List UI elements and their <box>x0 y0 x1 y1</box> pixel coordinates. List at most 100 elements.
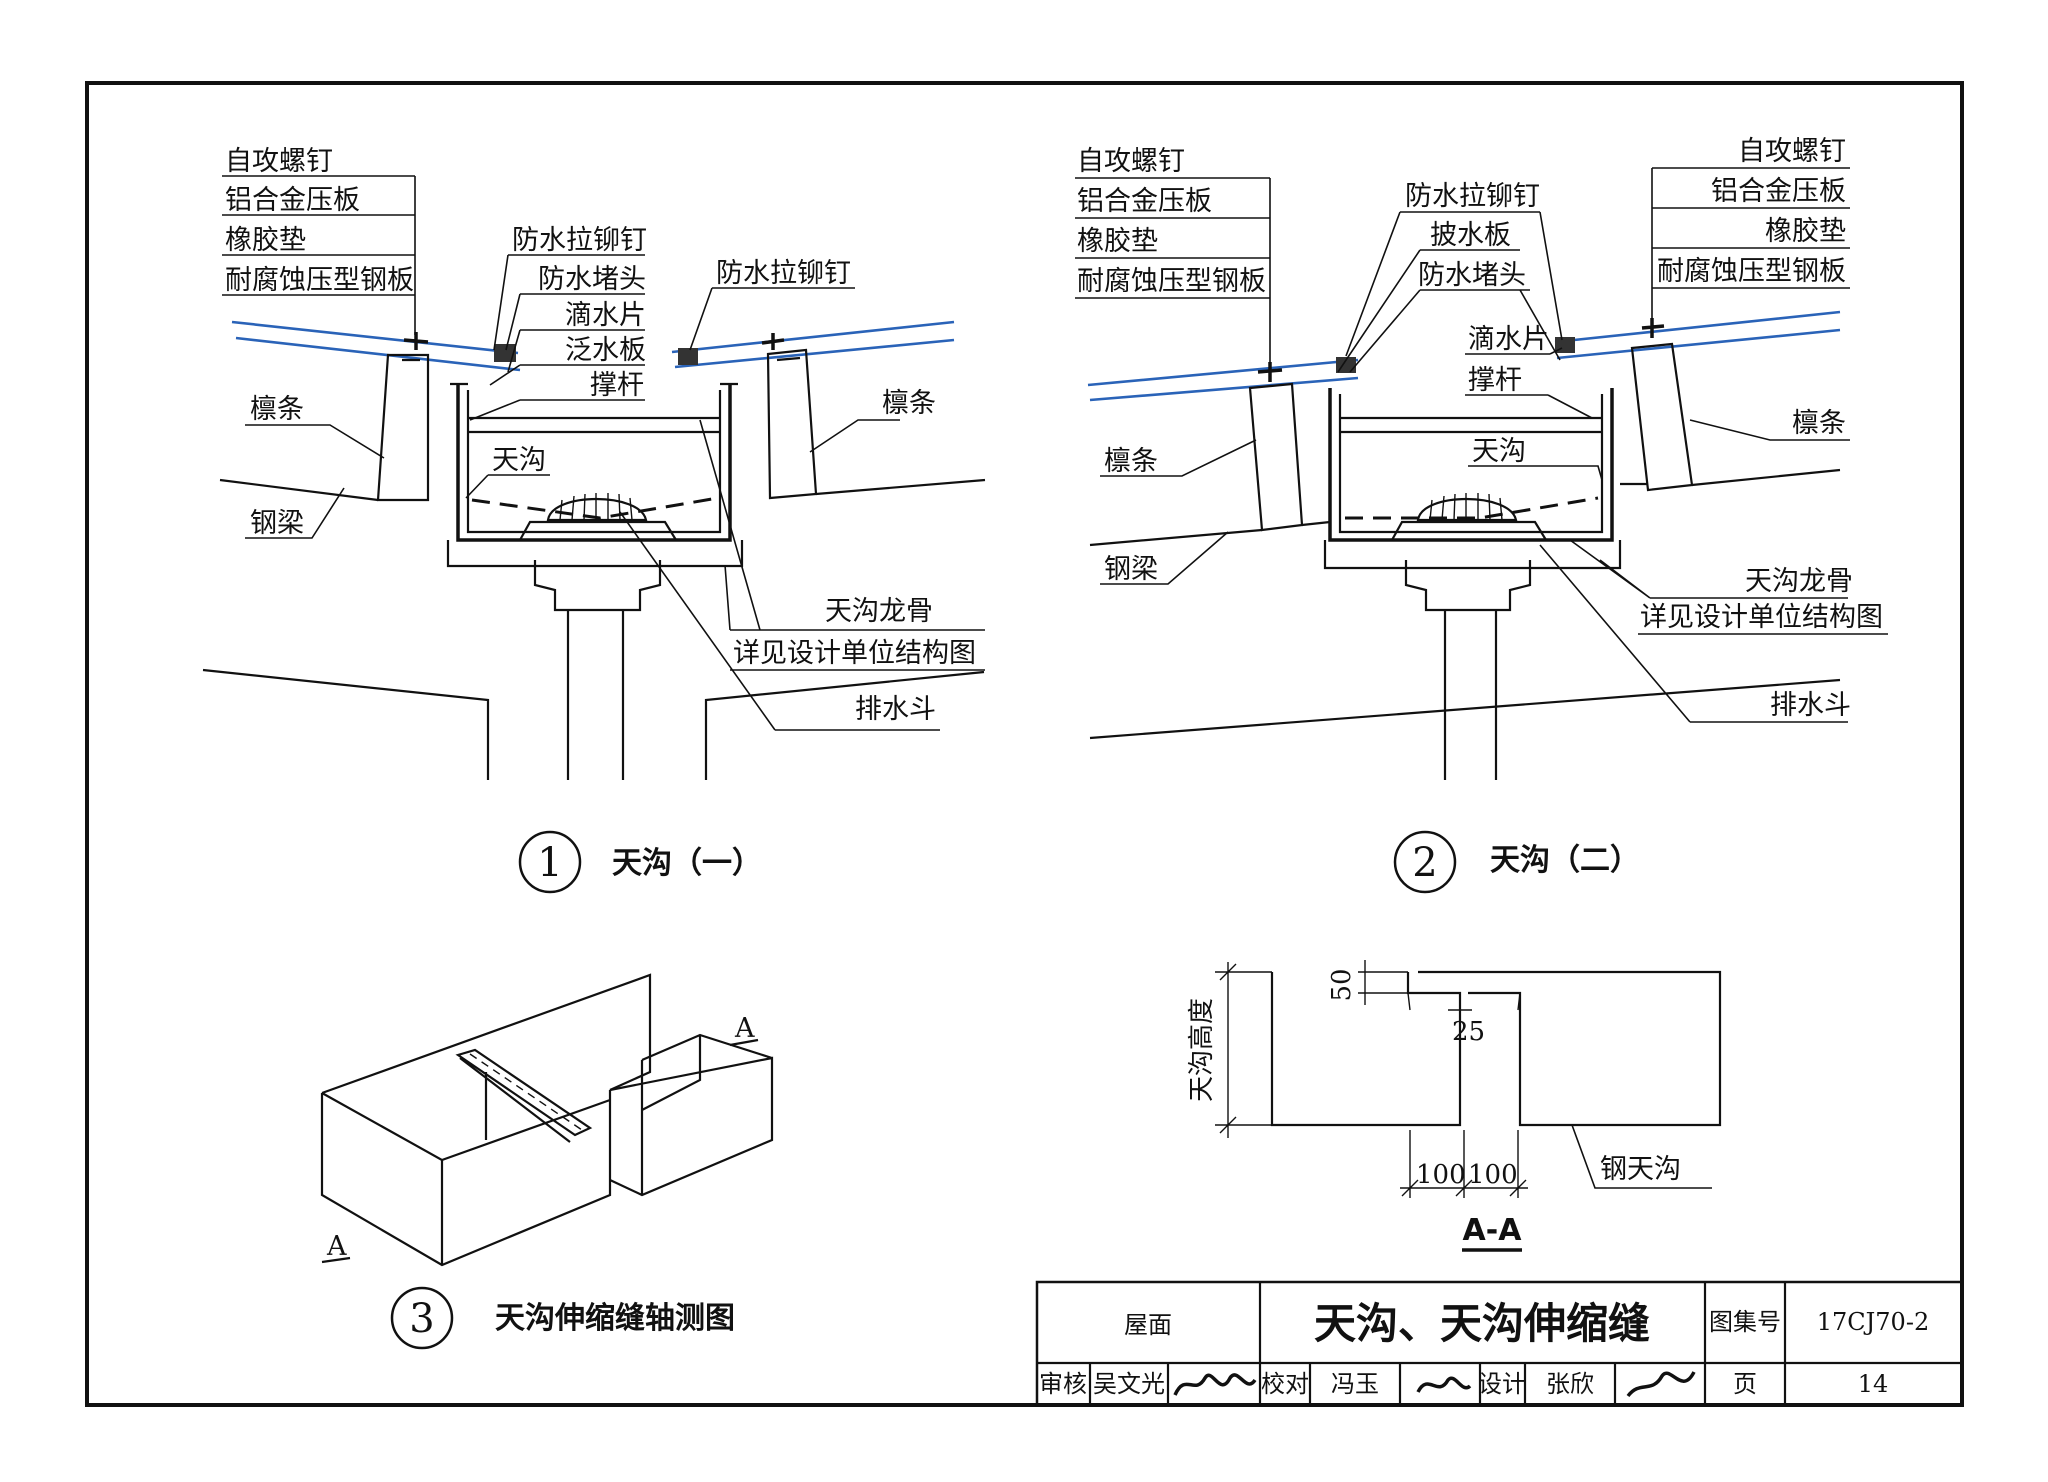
gutter-inner <box>1338 394 1604 534</box>
plug-block-left <box>1336 357 1356 373</box>
label-steel-beam: 钢梁 <box>1104 554 1158 585</box>
expansion-cover-dash <box>469 1053 583 1131</box>
page-label: 页 <box>1733 1370 1757 1398</box>
label-gutter: 天沟 <box>1472 436 1526 467</box>
dim-100-right: 100 <box>1468 1160 1518 1190</box>
section-mark-top: A <box>734 1013 755 1044</box>
label-baffle: 披水板 <box>1430 220 1511 251</box>
label-self-tapping-screw-right: 自攻螺钉 <box>1738 136 1846 167</box>
figure-1-title: 天沟（一） <box>612 846 762 881</box>
leader-purlin-left <box>245 424 385 459</box>
section-profile-inner <box>1407 992 1521 1011</box>
title-block-grid <box>1037 1282 1962 1405</box>
label-plug: 防水堵头 <box>538 264 646 295</box>
label-drain: 排水斗 <box>1770 690 1851 721</box>
roof-panel-left <box>231 320 521 372</box>
section-title: A-A <box>1463 1213 1523 1248</box>
leader-left-stack <box>222 175 416 335</box>
label-rubber-pad-left: 橡胶垫 <box>1077 226 1158 257</box>
label-aluminum-panel-left: 铝合金压板 <box>1077 186 1212 217</box>
leader-steel-beam <box>245 487 345 539</box>
strut <box>1340 416 1602 434</box>
label-aluminum-panel-right: 铝合金压板 <box>1711 176 1846 207</box>
figure-1-number-circle <box>518 830 582 894</box>
label-purlin-left: 檩条 <box>250 394 304 425</box>
title-category: 屋面 <box>1124 1311 1172 1339</box>
label-keel: 天沟龙骨 <box>1745 566 1853 597</box>
slope-line <box>471 496 719 520</box>
dim-100-left: 100 <box>1416 1160 1466 1190</box>
label-steel-panel-right: 耐腐蚀压型钢板 <box>1657 256 1846 287</box>
label-steel-beam: 钢梁 <box>250 508 304 539</box>
gutter-segment-left <box>320 973 652 1267</box>
dim-50-line <box>1358 960 1408 1005</box>
gutter-inner <box>466 390 722 534</box>
leader-mid <box>1337 211 1563 373</box>
section-a-a: 天沟高度 50 25 100 100 钢天沟 A-A <box>1187 960 1722 1252</box>
purlin-right <box>766 348 818 500</box>
review-label: 审核 <box>1039 1370 1087 1398</box>
page-number: 14 <box>1858 1370 1889 1398</box>
atlas-number: 17CJ70-2 <box>1817 1308 1929 1336</box>
leader-right-stack <box>1651 167 1850 320</box>
leader-left-stack <box>1075 177 1271 370</box>
roof-panel-left <box>1087 358 1359 402</box>
leader-purlin-left <box>1100 439 1257 477</box>
dim-height-label: 天沟高度 <box>1187 998 1217 1102</box>
label-purlin-left: 檩条 <box>1104 446 1158 477</box>
keel-base <box>446 540 744 568</box>
screw-right <box>761 333 785 350</box>
floor-left <box>202 668 490 780</box>
figure-2-title: 天沟（二） <box>1490 843 1640 878</box>
sheet-border <box>85 81 1964 1407</box>
slope-line <box>1345 496 1599 520</box>
gutter-trough <box>456 384 732 542</box>
figure-2-number: 2 <box>1412 840 1437 886</box>
label-gutter: 天沟 <box>492 445 546 476</box>
figure-2-number-circle <box>1393 830 1457 894</box>
label-rubber-pad: 橡胶垫 <box>225 225 306 256</box>
leader-steel-beam <box>1100 531 1229 585</box>
label-strut: 撑杆 <box>1468 365 1522 396</box>
label-purlin-right: 檩条 <box>882 388 936 419</box>
drain-body <box>533 560 662 612</box>
title-block: 屋面 天沟、天沟伸缩缝 图集号 17CJ70-2 审核 吴文光 校对 冯玉 设计… <box>1035 1280 1964 1407</box>
label-plug: 防水堵头 <box>1418 260 1526 291</box>
checker-signature <box>1416 1376 1472 1393</box>
plug-block-right <box>678 348 698 365</box>
drain-pipe <box>1443 610 1498 780</box>
figure-3-number: 3 <box>409 1296 434 1342</box>
leader-material <box>1571 1124 1712 1189</box>
section-mark-top-line <box>729 1038 759 1047</box>
drawing-title: 天沟、天沟伸缩缝 <box>1314 1299 1650 1348</box>
purlin-left <box>376 353 430 502</box>
figure-1-number: 1 <box>537 840 562 886</box>
reviewer-signature <box>1173 1373 1257 1396</box>
expansion-cover <box>455 1048 593 1143</box>
leader-purlin-right <box>1689 419 1850 441</box>
section-mark-bottom-line <box>321 1256 351 1264</box>
label-keel: 天沟龙骨 <box>825 596 933 627</box>
design-label: 设计 <box>1478 1370 1526 1398</box>
dim-100-line <box>1400 1130 1528 1198</box>
leader-drip-strut <box>1465 347 1593 419</box>
dim-50-label: 50 <box>1327 968 1357 1001</box>
dim-25-label: 25 <box>1452 1017 1485 1047</box>
label-keel-note: 详见设计单位结构图 <box>733 638 976 669</box>
section-mark-bottom: A <box>326 1231 347 1262</box>
figure-3-number-circle <box>390 1286 454 1350</box>
dim-height-line <box>1215 962 1272 1138</box>
figure-3-expansion-joint-axonometric: A A <box>320 973 774 1267</box>
label-self-tapping-screw: 自攻螺钉 <box>225 146 333 177</box>
leader-keel <box>699 419 985 631</box>
label-self-tapping-screw-left: 自攻螺钉 <box>1077 146 1185 177</box>
drain-body <box>1404 560 1532 612</box>
figure-1-gutter-detail: 自攻螺钉 铝合金压板 橡胶垫 耐腐蚀压型钢板 防水拉铆钉 防水堵头 滴水片 泛水… <box>202 146 986 780</box>
leader-rivet-right <box>689 287 855 351</box>
check-label: 校对 <box>1261 1370 1309 1398</box>
title-block-frame <box>1035 1280 1964 1407</box>
checker-name: 冯玉 <box>1331 1370 1379 1398</box>
leader-mid-stack <box>469 254 645 421</box>
steel-beam <box>219 478 986 502</box>
